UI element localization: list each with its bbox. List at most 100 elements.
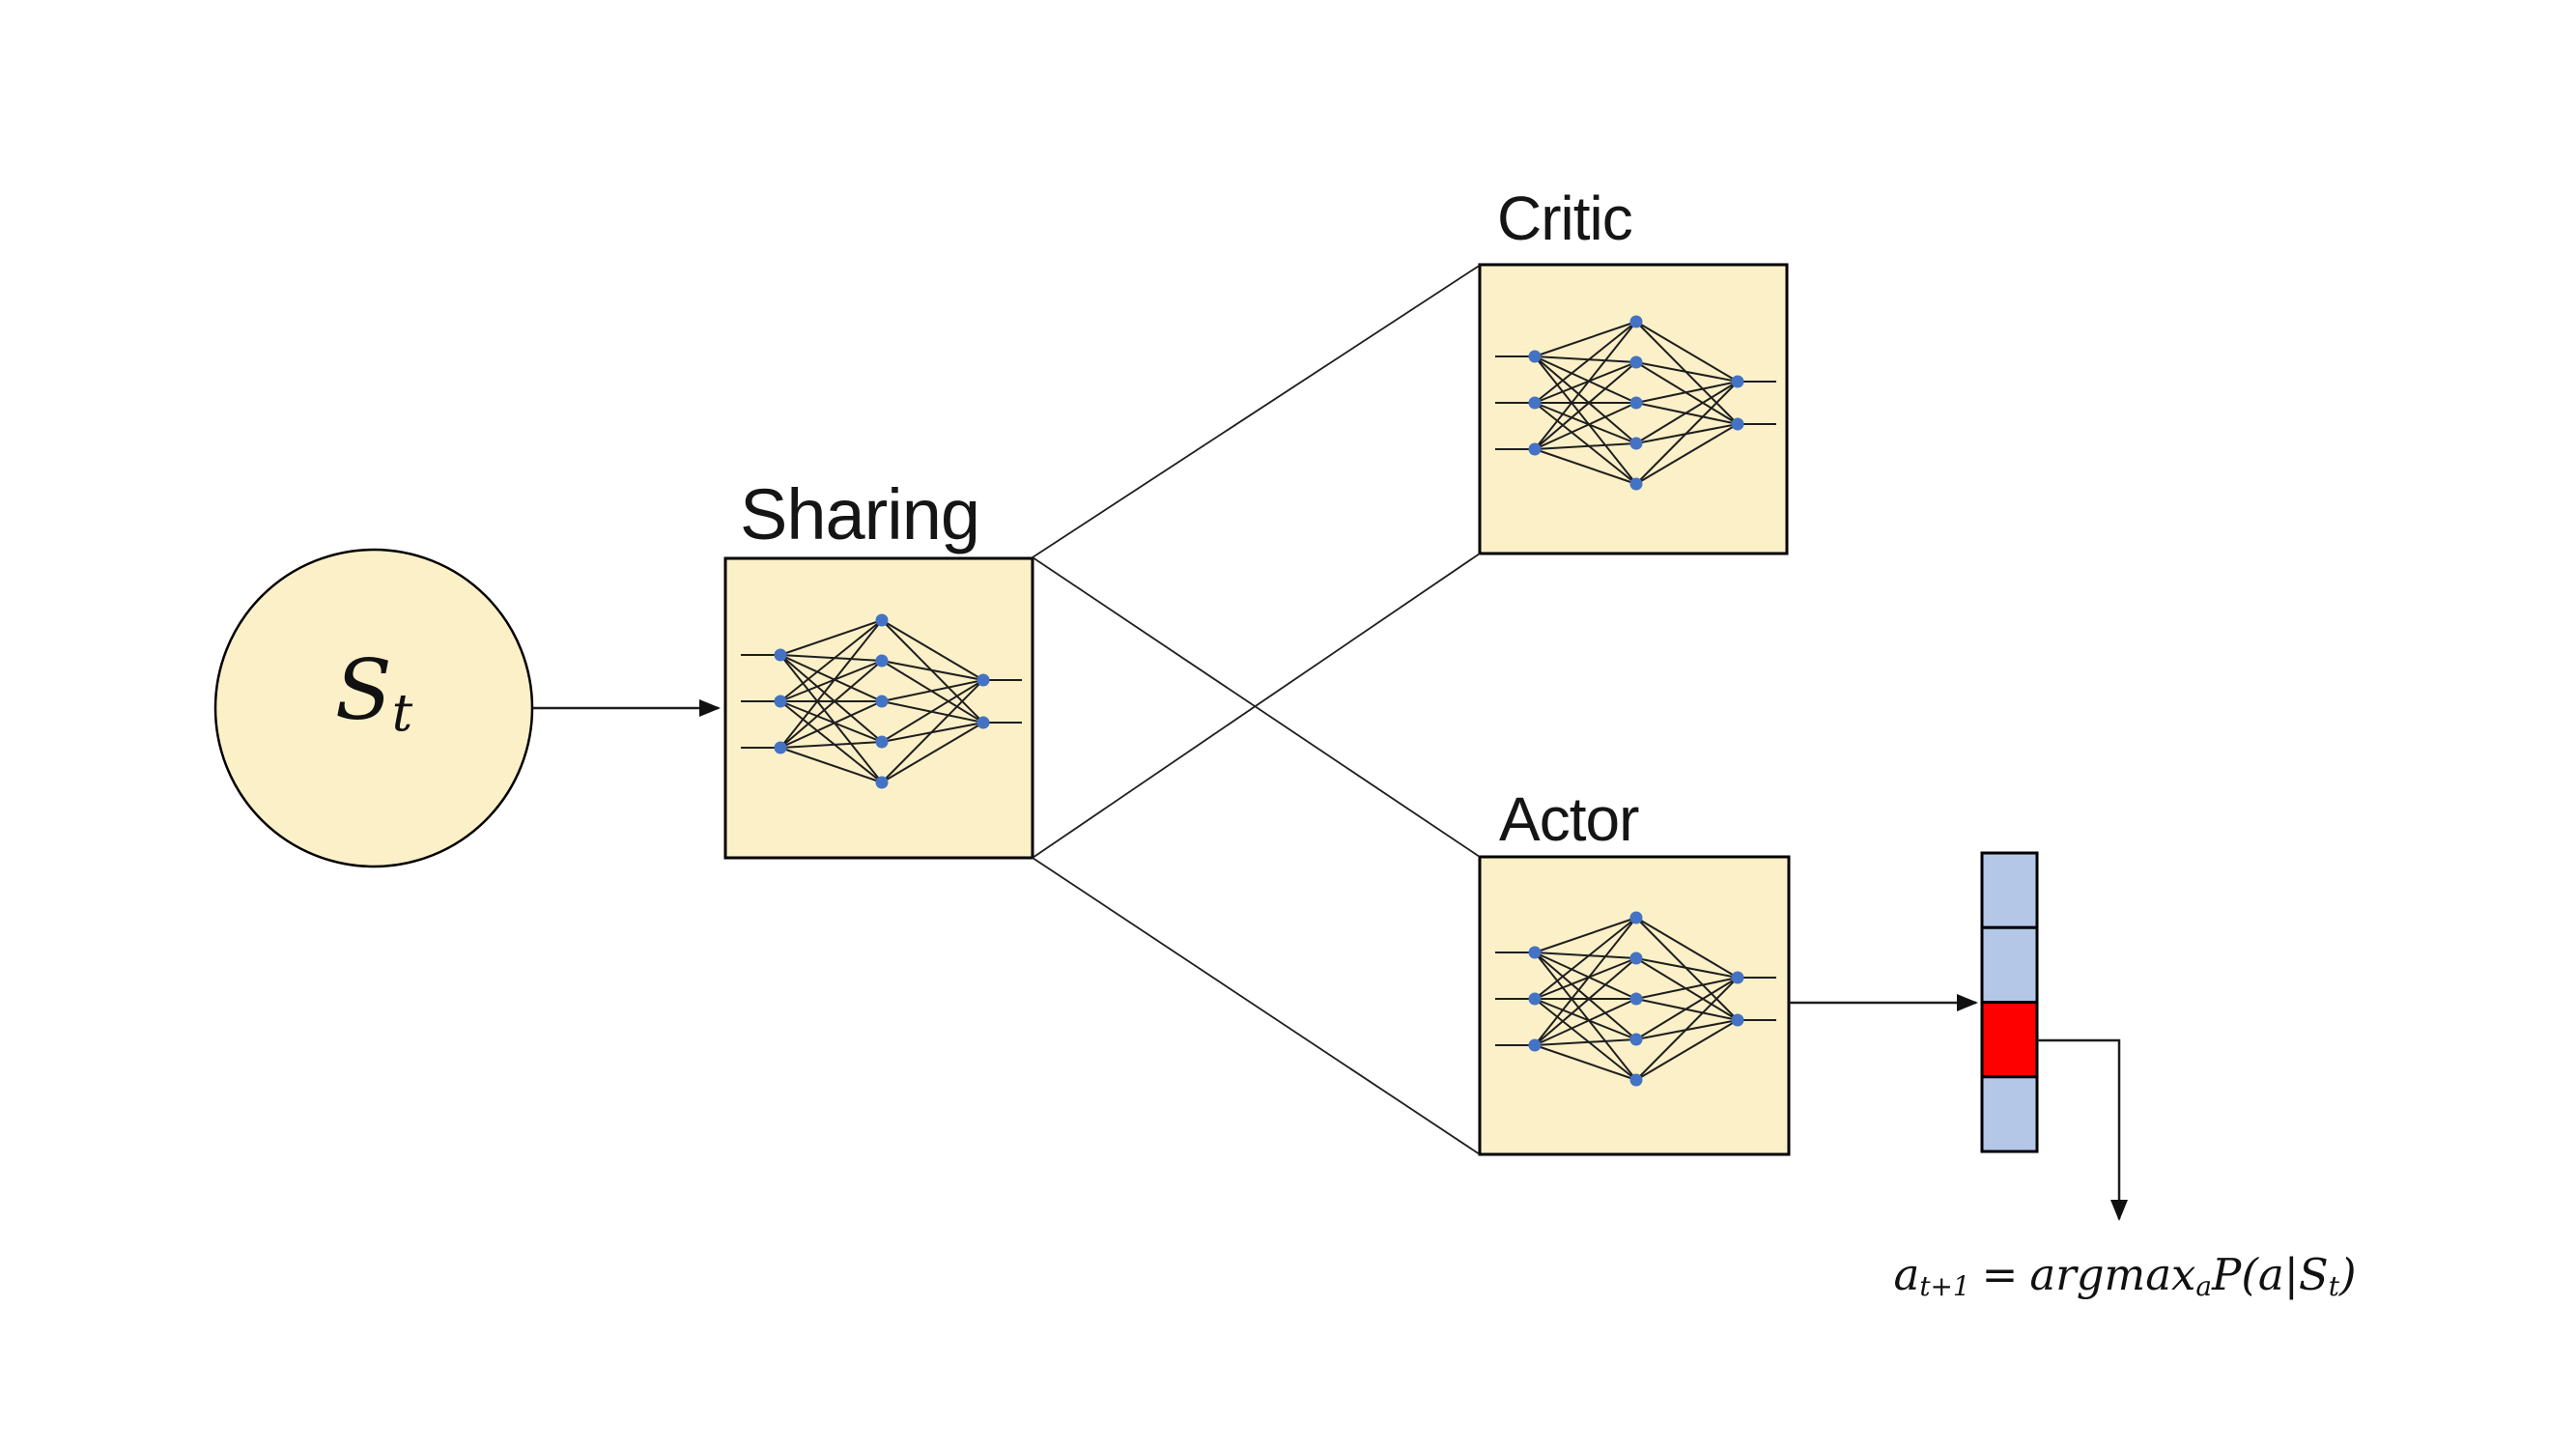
net-edge — [1635, 957, 1739, 979]
formula-open-paren: ( — [2241, 1249, 2258, 1300]
net-edge — [881, 679, 984, 702]
net-edge — [1534, 952, 1637, 959]
net-edge — [1534, 442, 1637, 450]
net-edge — [1635, 977, 1739, 1081]
formula-lhs-sub: t+1 — [1919, 1270, 1970, 1303]
net-edge — [1534, 355, 1637, 444]
net-edge — [1534, 402, 1637, 485]
net-edge — [779, 619, 883, 702]
formula-action-var: a — [2257, 1249, 2284, 1300]
net-node — [1528, 1038, 1542, 1052]
net-node — [1629, 437, 1643, 450]
net-edge — [779, 700, 883, 743]
net-node — [774, 695, 787, 708]
net-edge — [1534, 917, 1637, 1000]
net-edge — [1534, 361, 1637, 450]
net-edge — [1534, 952, 1637, 1000]
net-edge — [779, 619, 883, 656]
net-edge — [1534, 321, 1637, 450]
net-edge — [1534, 957, 1637, 1046]
net-edge — [779, 619, 883, 749]
net-node — [875, 776, 889, 789]
net-node — [977, 716, 990, 729]
critic-network — [1495, 315, 1776, 491]
net-edge — [1635, 381, 1739, 404]
actor-box — [1478, 855, 1791, 1156]
action-cell — [1980, 851, 2039, 929]
formula-state-symbol: S — [2298, 1249, 2329, 1300]
formula-lhs: a — [1893, 1249, 1920, 1300]
net-node — [774, 741, 787, 754]
state-symbol: S — [334, 642, 392, 739]
net-edge — [1635, 423, 1739, 485]
sharing-network — [741, 613, 1022, 789]
net-edge — [1534, 355, 1637, 363]
net-edge — [1534, 998, 1637, 1046]
net-edge — [1534, 998, 1637, 1040]
net-edge — [779, 654, 883, 662]
net-edge — [1534, 321, 1637, 404]
sharing-box — [723, 556, 1034, 860]
net-edge — [779, 741, 883, 749]
net-node — [1528, 350, 1542, 363]
formula-conditional-bar: | — [2283, 1249, 2299, 1300]
net-edge — [1635, 977, 1739, 1040]
action-cell — [1980, 1075, 2039, 1153]
net-edge — [779, 660, 883, 749]
connector-sharing-critic-top — [1032, 264, 1482, 558]
net-node — [1629, 396, 1643, 410]
net-edge — [1534, 917, 1637, 1046]
net-node — [1629, 355, 1643, 369]
arrow-selected-action-to-formula — [2037, 1038, 2128, 1221]
net-node — [875, 613, 889, 627]
net-node — [1629, 1073, 1643, 1087]
net-edge — [881, 619, 984, 681]
net-node — [1528, 992, 1542, 1006]
net-edge — [881, 679, 984, 783]
net-edge — [779, 700, 883, 749]
net-edge — [779, 660, 883, 702]
net-edge — [779, 654, 883, 783]
sharing-label: Sharing — [740, 474, 980, 554]
action-bar — [1980, 851, 2039, 1153]
net-node — [1629, 992, 1643, 1006]
net-node — [1731, 1013, 1744, 1027]
net-node — [1629, 315, 1643, 328]
net-node — [1528, 442, 1542, 456]
critic-box — [1478, 263, 1789, 555]
net-edge — [1534, 355, 1637, 485]
net-node — [875, 654, 889, 668]
net-edge — [1635, 1019, 1739, 1081]
net-edge — [779, 700, 883, 783]
actor-network — [1495, 911, 1776, 1087]
net-node — [1731, 417, 1744, 431]
net-edge — [1534, 402, 1637, 450]
net-edge — [1534, 355, 1637, 404]
net-edge — [1635, 321, 1739, 383]
action-cell — [1980, 925, 2039, 1004]
net-edge — [1534, 952, 1637, 1081]
net-node — [1731, 971, 1744, 984]
net-node — [1528, 946, 1542, 959]
net-edge — [1635, 381, 1739, 444]
formula-state-sub: t — [2328, 1270, 2339, 1303]
net-edge — [881, 660, 984, 681]
net-edge — [1534, 952, 1637, 1040]
net-edge — [1635, 381, 1739, 485]
net-node — [774, 648, 787, 662]
formula-argmax-sub: a — [2195, 1270, 2213, 1303]
connector-sharing-actor-bottom — [1032, 857, 1481, 1155]
net-edge — [1534, 998, 1637, 1081]
formula-prob-symbol: P — [2212, 1249, 2242, 1300]
net-edge — [1635, 977, 1739, 1000]
formula-equals: = — [1981, 1249, 2019, 1300]
net-edge — [1635, 917, 1739, 979]
net-edge — [881, 722, 984, 783]
action-cell-selected — [1980, 1001, 2039, 1079]
output-formula: at+1=argmaxaP(a|St) — [1874, 1249, 2376, 1303]
net-edge — [1534, 917, 1637, 953]
state-label: St — [229, 649, 519, 738]
net-node — [1629, 477, 1643, 491]
